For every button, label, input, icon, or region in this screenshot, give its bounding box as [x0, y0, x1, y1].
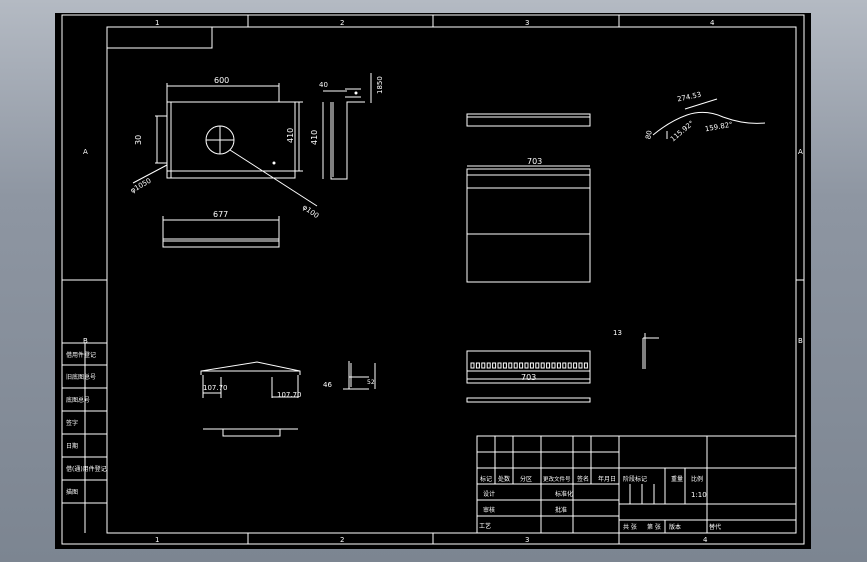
side-item-6: 借(通)用件登记: [66, 465, 107, 473]
tb-label-design: 设计: [483, 490, 495, 498]
view-side-profile: 40 1850 410: [310, 73, 384, 180]
zone-label-top-3: 3: [525, 19, 529, 27]
zone-label-right-a: A: [798, 148, 803, 156]
perforation-hole: [551, 362, 556, 369]
title-block: 标记 处数 分区 更改文件号 签名 年月日 设计 审核 工艺 标准化 批准 阶段…: [476, 435, 797, 534]
view-perforated-panel: 703: [466, 350, 591, 403]
tb-label-docno: 更改文件号: [543, 475, 571, 483]
dim-phi-1050: φ1050: [129, 177, 152, 195]
dim-600: 600: [214, 76, 229, 85]
tb-label-approve: 批准: [555, 506, 567, 514]
tb-label-process: 工艺: [479, 522, 491, 530]
dim-1850: 1850: [376, 76, 384, 94]
perforation-hole: [470, 362, 475, 369]
dim-40: 40: [319, 81, 328, 89]
view-plan: 600 30 410 φ1050 φ100: [129, 76, 320, 220]
perforation-hole: [492, 362, 497, 369]
tb-label-ver: 版本: [669, 523, 681, 531]
dim-274-53: 274.53: [676, 91, 702, 104]
view-arc-detail: 274.53 80 115.92° 159.82°: [644, 91, 766, 143]
perforation-hole: [583, 362, 588, 369]
perforation-row: [470, 362, 588, 369]
perforation-hole: [513, 362, 518, 369]
inner-frame: [106, 26, 797, 534]
tb-label-stage: 阶段标记: [623, 475, 647, 483]
tb-label-sheet: 第 张: [647, 523, 661, 531]
dim-phi-100: φ100: [301, 203, 320, 220]
tb-label-zone: 分区: [520, 475, 532, 483]
tb-label-weight: 重量: [671, 475, 683, 483]
dim-52: 52: [367, 379, 375, 386]
dim-410-front: 410: [286, 128, 295, 143]
cad-drawing-sheet: 1 2 3 4 1 2 3 4 A B A B 借用件登记 旧底图总号 底图总号…: [55, 13, 811, 549]
perforation-hole: [540, 362, 545, 369]
view-roof-profile: 107.70 107.70: [200, 361, 302, 437]
view-front-strip: 677: [162, 210, 280, 248]
perforation-hole: [546, 362, 551, 369]
tb-label-count: 处数: [498, 475, 510, 483]
perforation-hole: [556, 362, 561, 369]
tb-label-replace: 替代: [709, 523, 721, 531]
zone-label-bottom-3: 3: [525, 536, 529, 544]
perforation-hole: [502, 362, 507, 369]
drawing-code-box: [106, 26, 213, 49]
zone-label-right-b: B: [798, 337, 803, 345]
zone-label-bottom-1: 1: [155, 536, 159, 544]
tb-label-total: 共 张: [623, 523, 637, 531]
dim-46: 46: [323, 381, 332, 389]
perforation-hole: [573, 362, 578, 369]
zone-label-top-4: 4: [710, 19, 715, 27]
dim-677: 677: [213, 210, 228, 219]
dim-703-bottom: 703: [521, 373, 536, 382]
tb-label-check: 审核: [483, 506, 495, 514]
tb-label-handle: 标记: [480, 475, 492, 483]
tb-label-sign: 签名: [577, 475, 589, 483]
perforation-hole: [567, 362, 572, 369]
tb-scale-value: 1:10: [691, 491, 707, 499]
view-panel-top: [466, 113, 591, 127]
side-item-2: 旧底图总号: [66, 373, 96, 381]
dim-13: 13: [613, 329, 622, 337]
perforation-hole: [519, 362, 524, 369]
side-item-5: 日期: [66, 442, 78, 450]
perforation-hole: [578, 362, 583, 369]
dim-107-70-left: 107.70: [203, 384, 228, 392]
perforation-hole: [529, 362, 534, 369]
drawing-svg: 1 2 3 4 1 2 3 4 A B A B 借用件登记 旧底图总号 底图总号…: [61, 14, 805, 545]
zone-label-bottom-2: 2: [340, 536, 344, 544]
zone-label-bottom-4: 4: [703, 536, 708, 544]
dim-80: 80: [644, 130, 653, 140]
perforation-hole: [481, 362, 486, 369]
side-item-7: 描图: [66, 488, 78, 496]
tb-label-std: 标准化: [555, 490, 573, 498]
dim-410-side: 410: [310, 130, 319, 145]
zone-label-top-1: 1: [155, 19, 159, 27]
perforation-hole: [524, 362, 529, 369]
tb-label-date: 年月日: [598, 475, 616, 483]
perforation-hole: [562, 362, 567, 369]
perforation-hole: [475, 362, 480, 369]
zone-label-left-a: A: [83, 148, 88, 156]
side-registration-block: 借用件登记 旧底图总号 底图总号 签字 日期 借(通)用件登记 描图: [62, 342, 107, 533]
perforation-hole: [508, 362, 513, 369]
side-item-3: 底图总号: [66, 396, 90, 404]
view-panel-main: 703: [466, 157, 591, 283]
view-small-post: 13: [613, 329, 659, 369]
side-item-1: 借用件登记: [66, 351, 96, 359]
side-item-4: 签字: [66, 419, 78, 427]
zone-label-top-2: 2: [340, 19, 344, 27]
zone-label-left-b: B: [83, 337, 88, 345]
dim-107-70-right: 107.70: [277, 391, 302, 399]
tb-label-scale: 比例: [691, 475, 703, 483]
dim-159-82: 159.82°: [704, 121, 733, 134]
dim-703-top: 703: [527, 157, 542, 166]
dim-30: 30: [134, 135, 143, 145]
perforation-hole: [535, 362, 540, 369]
dim-115-92: 115.92°: [669, 119, 696, 143]
perforation-hole: [486, 362, 491, 369]
perforation-hole: [497, 362, 502, 369]
view-small-section: 46 52: [323, 361, 376, 390]
